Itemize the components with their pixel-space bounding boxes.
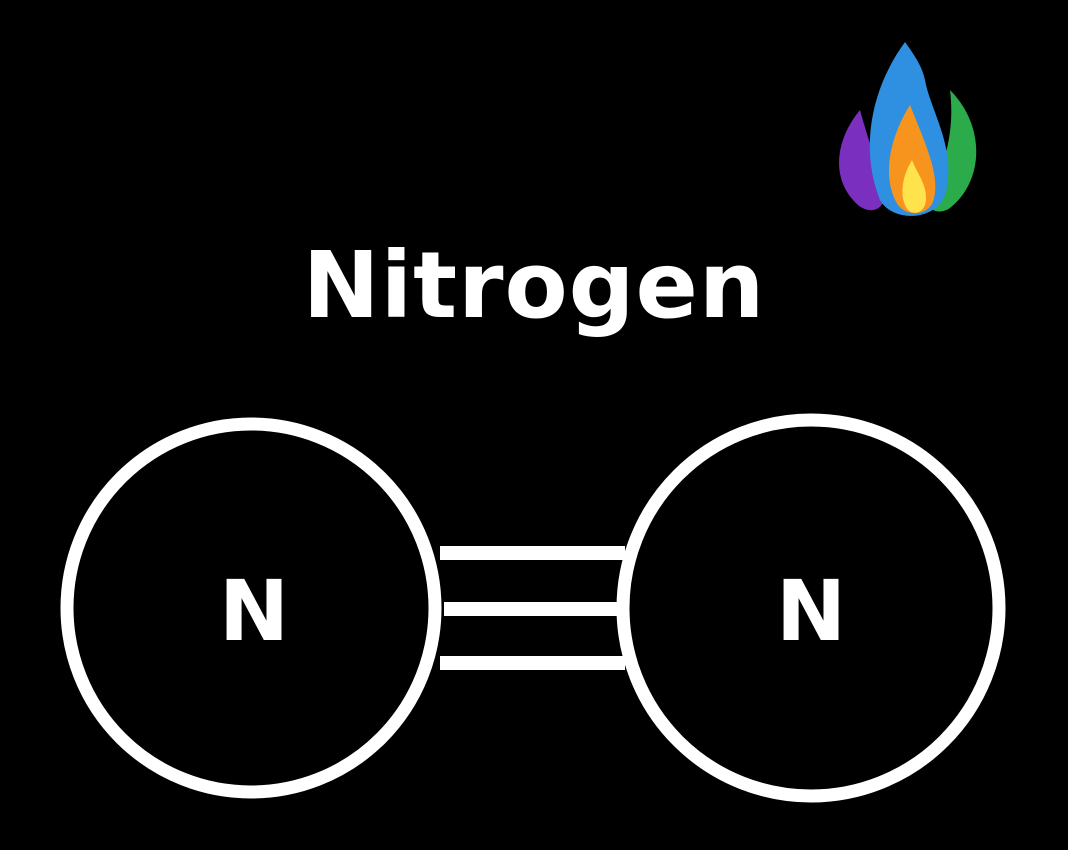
page-title: Nitrogen (302, 232, 766, 339)
atom-label-left: N (219, 562, 289, 660)
bond-line-1 (440, 546, 625, 560)
flame-logo-icon (839, 42, 977, 216)
bond-line-3 (440, 656, 625, 670)
atom-left (60, 417, 442, 799)
bond-line-2 (444, 602, 622, 616)
atom-right (616, 413, 1006, 803)
triple-bond (440, 546, 625, 670)
atom-label-right: N (776, 562, 846, 660)
